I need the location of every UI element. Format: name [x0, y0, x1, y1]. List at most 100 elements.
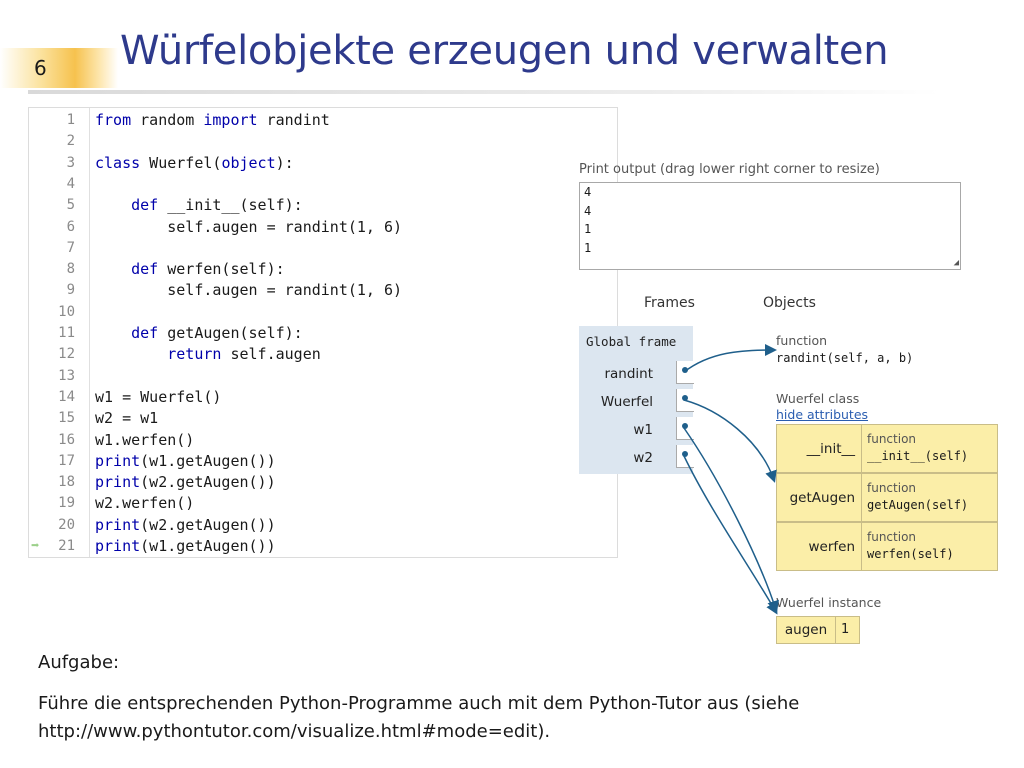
- code-line: 20 print(w2.getAugen()): [29, 515, 617, 536]
- class-attr-sig: __init__(self): [867, 449, 969, 463]
- line-number: 17: [58, 452, 75, 469]
- line-number: 2: [66, 133, 75, 150]
- code-text: w2 = w1: [95, 409, 159, 428]
- randint-signature: randint(self, a, b): [776, 351, 914, 365]
- line-number: 8: [66, 261, 75, 278]
- code-line: 19 w2.werfen(): [29, 493, 617, 514]
- pointer-dot-icon: [682, 451, 688, 457]
- slide-number: 6: [34, 56, 47, 80]
- pointer-dot-icon: [682, 367, 688, 373]
- line-number: 16: [58, 431, 75, 448]
- instance-label: Wuerfel instance: [776, 595, 882, 610]
- code-line: 13: [29, 366, 617, 387]
- pointer-randint: [676, 361, 694, 384]
- code-line: 6 self.augen = randint(1, 6): [29, 217, 617, 238]
- code-line: 10: [29, 302, 617, 323]
- class-attr-type: function: [867, 530, 917, 544]
- print-output-line: 4: [584, 203, 592, 218]
- slide-number-badge: 6: [0, 48, 118, 88]
- print-output-label: Print output (drag lower right corner to…: [579, 162, 880, 177]
- line-number: 9: [66, 282, 75, 299]
- resize-handle-icon[interactable]: ◢: [953, 258, 959, 268]
- instance-attr-key: augen: [777, 617, 836, 643]
- line-number: 19: [58, 495, 75, 512]
- code-text: class Wuerfel(object):: [95, 153, 294, 172]
- current-line-arrow-icon: ➡: [31, 538, 40, 554]
- objects-header: Objects: [763, 295, 816, 311]
- code-text: w1.werfen(): [95, 430, 195, 449]
- code-line: 17 print(w1.getAugen()): [29, 451, 617, 472]
- var-w1: w1: [633, 422, 653, 438]
- code-line: 4: [29, 174, 617, 195]
- code-text: return self.augen: [167, 345, 321, 364]
- pointer-dot-icon: [682, 423, 688, 429]
- var-w2: w2: [633, 450, 653, 466]
- arrow-w1: [683, 427, 779, 613]
- arrow-w2: [683, 455, 778, 615]
- code-text: print(w2.getAugen()): [95, 515, 276, 534]
- class-attr-init: __init__ function __init__(self): [776, 424, 998, 473]
- instance-attr-value: 1: [841, 622, 850, 637]
- line-number: 3: [66, 154, 75, 171]
- print-output-box[interactable]: 4 4 1 1 ◢: [579, 182, 961, 270]
- code-line: 3 class Wuerfel(object):: [29, 153, 617, 174]
- task-title: Aufgabe:: [38, 652, 120, 673]
- code-line: 5 def __init__(self):: [29, 195, 617, 216]
- pointer-dot-icon: [682, 395, 688, 401]
- code-line: 7: [29, 238, 617, 259]
- hide-attributes-link[interactable]: hide attributes: [776, 407, 869, 422]
- line-number: 5: [66, 197, 75, 214]
- var-randint: randint: [604, 366, 653, 382]
- code-line: 2: [29, 131, 617, 152]
- arrow-wuerfel: [683, 399, 777, 483]
- class-attr-key: getAugen: [789, 490, 855, 506]
- class-attr-type: function: [867, 432, 917, 446]
- code-text: def getAugen(self):: [131, 324, 303, 342]
- code-text: def __init__(self):: [131, 196, 303, 215]
- print-output-line: 4: [584, 185, 592, 199]
- code-line: 9 self.augen = randint(1, 6): [29, 280, 617, 301]
- global-frame-title: Global frame: [586, 334, 677, 349]
- code-text: w1 = Wuerfel(): [95, 387, 222, 406]
- code-text: print(w2.getAugen()): [95, 473, 276, 492]
- print-output-line: 1: [584, 222, 592, 236]
- var-wuerfel: Wuerfel: [600, 394, 653, 410]
- arrow-randint: [683, 344, 777, 373]
- code-text: w2.werfen(): [95, 494, 195, 513]
- code-line: 12 return self.augen: [29, 344, 617, 365]
- line-number: 10: [58, 303, 75, 320]
- print-output-line: 1: [584, 240, 592, 255]
- code-line: 11 def getAugen(self):: [29, 323, 617, 344]
- line-number: 13: [58, 367, 75, 384]
- code-line: 8 def werfen(self):: [29, 259, 617, 280]
- randint-type: function: [776, 333, 828, 348]
- line-number: 21: [58, 538, 75, 554]
- slide-title: Würfelobjekte erzeugen und verwalten: [120, 28, 889, 74]
- line-number: 20: [58, 516, 75, 533]
- class-attr-sig: werfen(self): [867, 547, 954, 561]
- code-line: ➡ 21 print(w1.getAugen()): [29, 536, 617, 557]
- code-line: 14 w1 = Wuerfel(): [29, 387, 617, 408]
- code-line: 1 from random import randint: [29, 110, 617, 131]
- class-attr-key: __init__: [806, 441, 855, 457]
- frames-header: Frames: [644, 295, 695, 311]
- line-number: 4: [66, 175, 75, 192]
- task-text: Führe die entsprechenden Python-Programm…: [38, 693, 800, 742]
- class-attr-key: werfen: [808, 539, 855, 555]
- instance-attr-augen: augen 1: [776, 616, 860, 644]
- code-editor[interactable]: 1 from random import randint 2 3 class Wuerf…: [28, 107, 618, 558]
- line-number: 11: [58, 325, 75, 341]
- wuerfel-class-label: Wuerfel class: [776, 391, 860, 406]
- class-attr-type: function: [867, 481, 917, 495]
- code-text: def werfen(self):: [131, 260, 285, 279]
- line-number: 1: [66, 112, 75, 128]
- code-text: print(w1.getAugen()): [95, 537, 276, 555]
- line-number: 6: [66, 218, 75, 235]
- code-text: from random import randint: [95, 111, 330, 129]
- global-frame: Global frame randint Wuerfel w1 w2: [579, 326, 693, 474]
- line-number: 14: [58, 388, 75, 405]
- code-text: print(w1.getAugen()): [95, 451, 276, 470]
- code-text: self.augen = randint(1, 6): [95, 217, 403, 236]
- line-number: 15: [58, 410, 75, 427]
